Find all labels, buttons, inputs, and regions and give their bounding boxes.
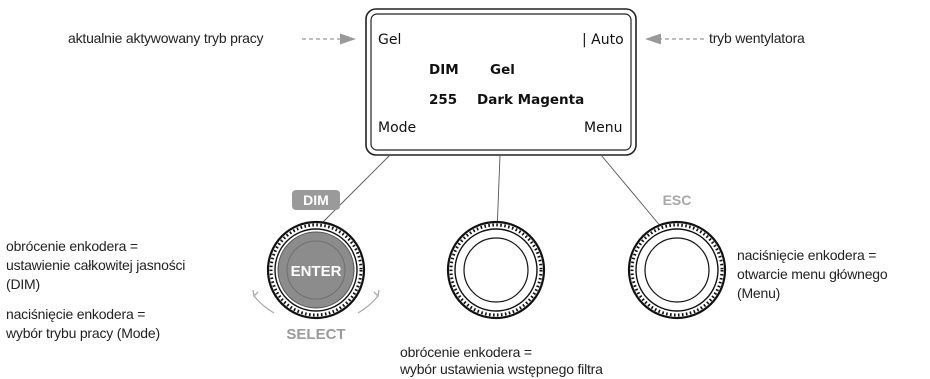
fan-callout-arrow xyxy=(645,33,704,45)
left-press-line2: wybór trybu pracy (Mode) xyxy=(6,325,160,341)
fan-callout-text: tryb wentylatora xyxy=(709,30,805,46)
mode-callout-text: aktualnie aktywowany tryb pracy xyxy=(68,30,264,46)
right-press-line3: (Menu) xyxy=(737,285,781,301)
display-fan-indicator: | Auto xyxy=(582,32,624,48)
connector-lines xyxy=(316,154,663,233)
left-rotate-line2: ustawienie całkowitej jasności xyxy=(6,257,186,273)
esc-label: ESC xyxy=(663,192,692,208)
left-encoder[interactable] xyxy=(252,190,380,320)
display-row2-value: Dark Magenta xyxy=(477,92,585,108)
right-press-line1: naciśnięcie enkodera = xyxy=(737,247,877,263)
right-encoder[interactable] xyxy=(627,220,727,320)
left-rotate-line3: (DIM) xyxy=(6,276,40,292)
middle-rotate-line1: obrócenie enkodera = xyxy=(400,344,532,360)
right-press-line2: otwarcie menu głównego xyxy=(737,266,888,282)
display-row2-label: 255 xyxy=(429,92,458,108)
display-mode-softkey: Mode xyxy=(378,120,417,136)
mode-callout-arrow xyxy=(302,33,356,45)
dim-badge xyxy=(292,190,340,210)
display-row1-label: DIM xyxy=(429,62,459,78)
display-menu-softkey: Menu xyxy=(584,120,623,136)
display-mode-indicator: Gel xyxy=(378,32,402,48)
enter-label: ENTER xyxy=(291,263,342,280)
middle-encoder[interactable] xyxy=(446,220,546,320)
left-rotate-line1: obrócenie enkodera = xyxy=(6,238,138,254)
display-row1-value: Gel xyxy=(490,62,515,78)
select-label: SELECT xyxy=(286,326,345,343)
dim-label: DIM xyxy=(303,192,329,208)
middle-rotate-line2: wybór ustawienia wstępnego filtra xyxy=(400,361,603,377)
lcd-display xyxy=(365,8,637,156)
left-press-line1: naciśnięcie enkodera = xyxy=(6,306,146,322)
